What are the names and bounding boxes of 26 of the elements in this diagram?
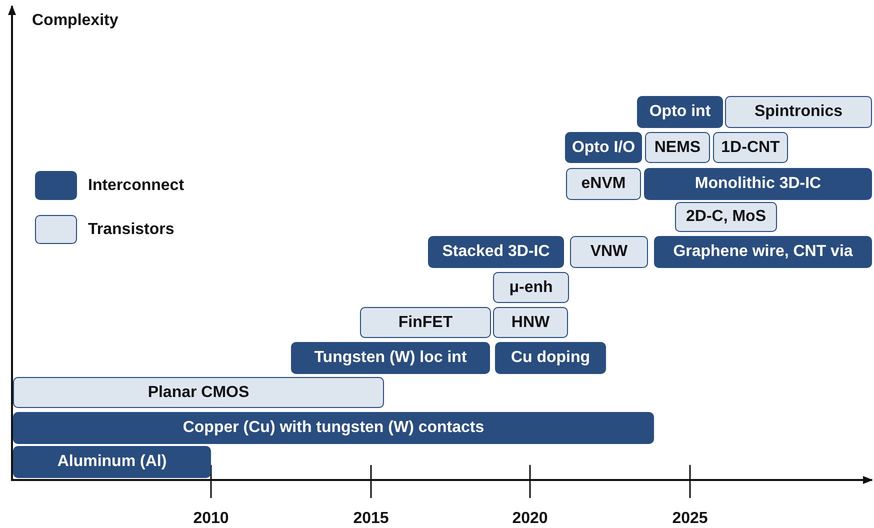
timeline-bar: Planar CMOS (13, 377, 384, 408)
timeline-bar: Opto I/O (565, 132, 642, 163)
timeline-bar: Graphene wire, CNT via (654, 236, 872, 268)
axis-title: Complexity (32, 12, 118, 30)
timeline-bar: FinFET (360, 307, 491, 338)
timeline-bar: Opto int (637, 96, 723, 128)
year-label: 2015 (352, 510, 390, 528)
legend-label: Interconnect (88, 177, 184, 195)
timeline-bar: Cu doping (495, 342, 606, 374)
timeline-bar: Monolithic 3D-IC (644, 168, 872, 200)
timeline-bar: Aluminum (Al) (13, 446, 211, 478)
timeline-bar: HNW (493, 307, 568, 338)
year-label: 2025 (671, 510, 709, 528)
legend-label: Transistors (88, 221, 174, 239)
timeline-bar: Tungsten (W) loc int (291, 342, 490, 374)
timeline-bar: Spintronics (725, 96, 872, 128)
timeline-bar: Copper (Cu) with tungsten (W) contacts (13, 412, 654, 444)
timeline-bar: Stacked 3D-IC (428, 236, 564, 268)
timeline-bar: 2D-C, MoS (675, 202, 777, 232)
year-label: 2010 (192, 510, 230, 528)
timeline-bar: μ-enh (493, 272, 569, 303)
year-label: 2020 (511, 510, 549, 528)
timeline-bar: NEMS (645, 132, 710, 163)
timeline-bar: 1D-CNT (713, 132, 788, 163)
timeline-bar: VNW (570, 236, 648, 268)
timeline-bar: eNVM (566, 168, 641, 200)
